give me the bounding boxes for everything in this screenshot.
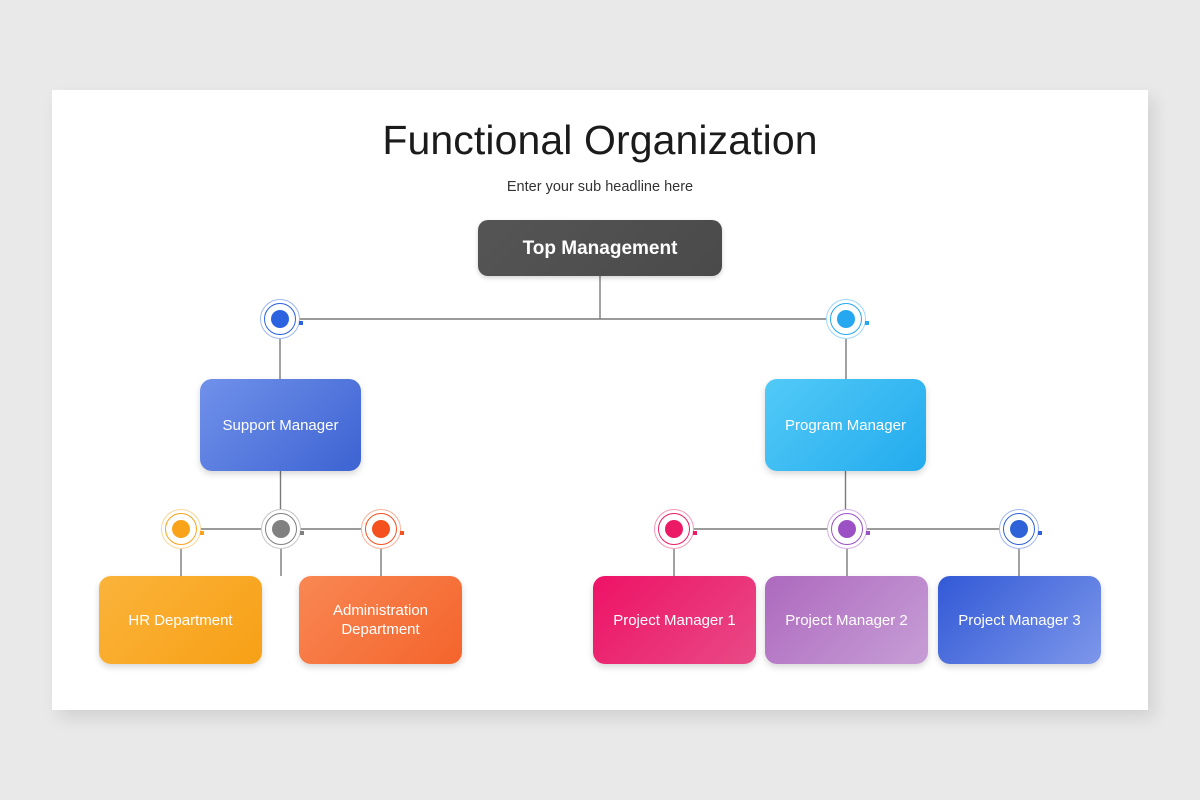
ring-center-dot bbox=[271, 310, 289, 328]
page-title: Functional Organization bbox=[52, 116, 1148, 164]
ring-tick bbox=[865, 321, 869, 325]
org-box-project-manager-2[interactable]: Project Manager 2 bbox=[765, 576, 928, 664]
org-box-label: Support Manager bbox=[223, 416, 339, 435]
ring-center-dot bbox=[665, 520, 683, 538]
org-box-label: Administration Department bbox=[307, 601, 454, 639]
connector-support-node-icon[interactable] bbox=[260, 299, 300, 339]
ring-center-dot bbox=[172, 520, 190, 538]
ring-tick bbox=[1038, 531, 1042, 535]
header-block: Functional Organization Enter your sub h… bbox=[52, 116, 1148, 197]
connector-support-hub-node-icon[interactable] bbox=[261, 509, 301, 549]
page-subtitle: Enter your sub headline here bbox=[52, 177, 1148, 197]
org-box-label: Project Manager 3 bbox=[958, 611, 1081, 630]
ring-center-dot bbox=[837, 310, 855, 328]
org-box-administration-department[interactable]: Administration Department bbox=[299, 576, 462, 664]
connector-program-node-icon[interactable] bbox=[826, 299, 866, 339]
org-box-project-manager-3[interactable]: Project Manager 3 bbox=[938, 576, 1101, 664]
ring-tick bbox=[866, 531, 870, 535]
slide-card: Functional Organization Enter your sub h… bbox=[52, 90, 1148, 710]
org-box-top-management[interactable]: Top Management bbox=[478, 220, 722, 276]
org-box-hr-department[interactable]: HR Department bbox=[99, 576, 262, 664]
ring-center-dot bbox=[372, 520, 390, 538]
ring-tick bbox=[200, 531, 204, 535]
ring-tick bbox=[693, 531, 697, 535]
org-box-support-manager[interactable]: Support Manager bbox=[200, 379, 361, 471]
ring-tick bbox=[299, 321, 303, 325]
connector-program-hub-node-icon[interactable] bbox=[827, 509, 867, 549]
org-box-label: Program Manager bbox=[785, 416, 906, 435]
connector-hr-node-icon[interactable] bbox=[161, 509, 201, 549]
org-box-label: HR Department bbox=[128, 611, 232, 630]
org-box-label: Project Manager 2 bbox=[785, 611, 908, 630]
ring-center-dot bbox=[838, 520, 856, 538]
org-box-project-manager-1[interactable]: Project Manager 1 bbox=[593, 576, 756, 664]
org-box-label: Top Management bbox=[523, 239, 678, 258]
org-box-label: Project Manager 1 bbox=[613, 611, 736, 630]
org-box-program-manager[interactable]: Program Manager bbox=[765, 379, 926, 471]
connector-project-3-node-icon[interactable] bbox=[999, 509, 1039, 549]
ring-tick bbox=[400, 531, 404, 535]
connector-administration-node-icon[interactable] bbox=[361, 509, 401, 549]
connector-project-1-node-icon[interactable] bbox=[654, 509, 694, 549]
ring-tick bbox=[300, 531, 304, 535]
ring-center-dot bbox=[1010, 520, 1028, 538]
ring-center-dot bbox=[272, 520, 290, 538]
